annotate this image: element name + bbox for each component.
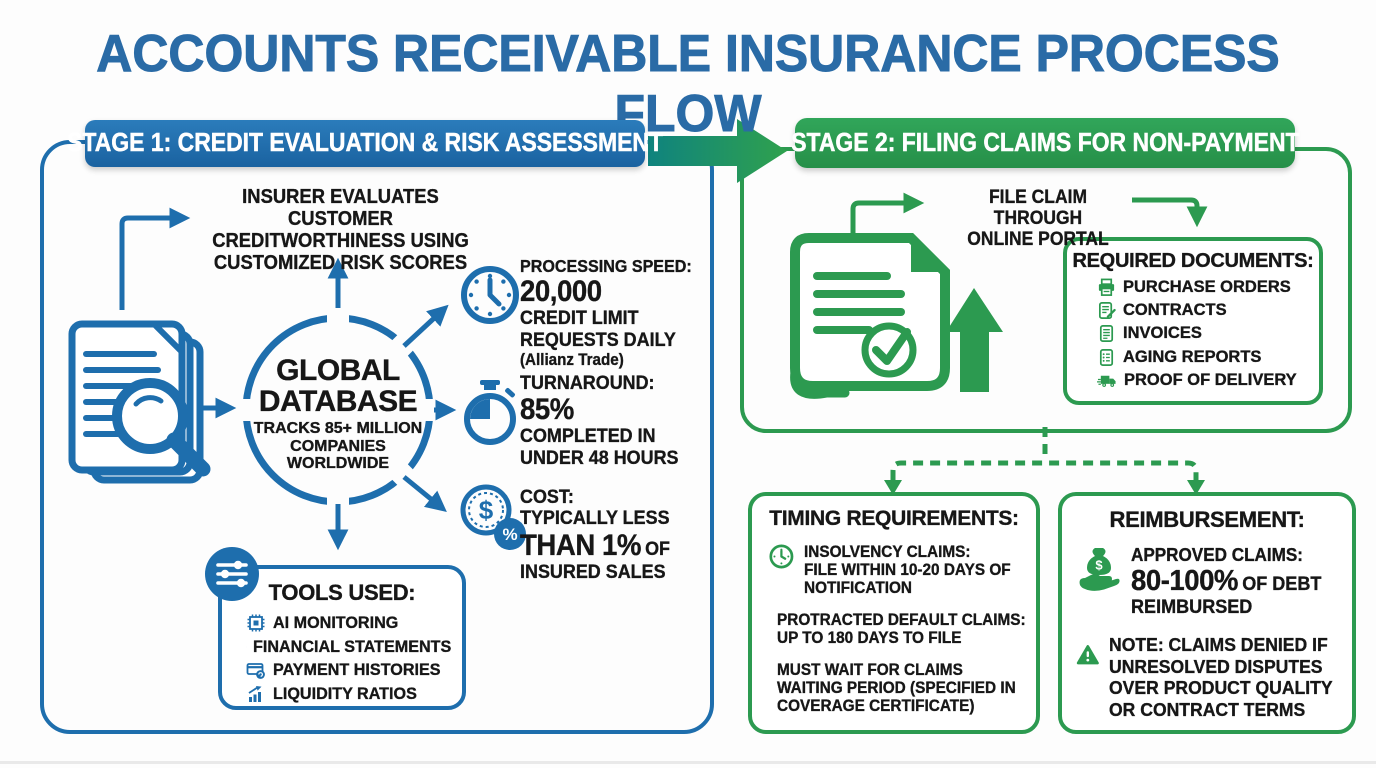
approved-claims-item: $ APPROVED CLAIMS: 80-100% OF DEBT REIMB…: [1076, 545, 1344, 618]
required-document-item: INVOICES: [1097, 324, 1319, 343]
tools-item: FINANCIAL STATEMENTS: [246, 636, 462, 657]
dollar-glyph: $: [1095, 558, 1103, 573]
stat-label: PROCESSING SPEED:: [520, 256, 692, 276]
tools-item-label: LIQUIDITY RATIOS: [273, 683, 417, 703]
reimbursement-title: REIMBURSEMENT:: [1109, 507, 1305, 532]
printer-icon: [1098, 278, 1115, 296]
required-document-label: PROOF OF DELIVERY: [1124, 370, 1297, 389]
stat-line: COMPLETED IN: [520, 425, 656, 447]
required-document-item: CONTRACTS: [1097, 301, 1319, 320]
percent-glyph: %: [502, 525, 517, 544]
file-claim-line: ONLINE PORTAL: [967, 229, 1109, 250]
ai-chip-icon: [247, 614, 265, 632]
insurer-note: INSURER EVALUATES CUSTOMER CREDITWORTHIN…: [209, 186, 471, 274]
stat-label: TURNAROUND:: [520, 372, 655, 394]
stat-turnaround: TURNAROUND: 85% COMPLETED IN UNDER 48 HO…: [520, 372, 695, 469]
stage2-header: STAGE 2: FILING CLAIMS FOR NON-PAYMENT: [791, 118, 1299, 168]
tools-item: LIQUIDITY RATIOS: [246, 683, 462, 704]
bottom-edge-shadow: [0, 761, 1376, 764]
timing-item-text: PROTRACTED DEFAULT CLAIMS: UP TO 180 DAY…: [777, 611, 1026, 647]
claim-document-upload-icon: [790, 233, 1003, 399]
required-documents-box: REQUIRED DOCUMENTS: PURCHASE ORDERS CONT…: [1063, 237, 1323, 405]
invoice-icon: [1099, 325, 1114, 343]
stat-value: THAN 1%: [520, 528, 642, 562]
stopwatch-icon: [464, 380, 516, 445]
stat-cost: COST: TYPICALLY LESS THAN 1% OF INSURED …: [520, 486, 695, 583]
stat-value: 85%: [520, 393, 575, 426]
clock-icon: [461, 266, 519, 324]
stage1-header-label: STAGE 1: CREDIT EVALUATION & RISK ASSESS…: [67, 129, 663, 158]
stat-value: 20,000: [520, 275, 602, 308]
claims-split-connector: [890, 427, 1199, 480]
global-database-subtitle: COMPANIES: [290, 437, 386, 455]
required-document-label: PURCHASE ORDERS: [1123, 278, 1291, 296]
required-document-item: PROOF OF DELIVERY: [1097, 371, 1319, 390]
insurer-note-line: INSURER EVALUATES CUSTOMER: [242, 186, 439, 230]
liquidity-chart-icon: [248, 685, 262, 702]
required-document-label: INVOICES: [1123, 324, 1202, 343]
global-database-subtitle: TRACKS 85+ MILLION: [253, 420, 423, 437]
global-database-circle: GLOBAL DATABASE TRACKS 85+ MILLION COMPA…: [246, 355, 430, 473]
stat-line: REQUESTS DAILY: [520, 328, 676, 351]
timing-item-text: INSOLVENCY CLAIMS: FILE WITHIN 10-20 DAY…: [803, 543, 1011, 597]
tools-item-label: FINANCIAL STATEMENTS: [253, 636, 452, 656]
aging-report-icon: [1099, 348, 1114, 366]
insurer-note-line: CREDITWORTHINESS USING: [212, 230, 469, 252]
file-claim-line: FILE CLAIM THROUGH: [988, 187, 1088, 229]
timing-item: INSOLVENCY CLAIMS: FILE WITHIN 10-20 DAY…: [768, 543, 1026, 597]
insurer-note-line: CUSTOMIZED RISK SCORES: [213, 252, 468, 274]
claims-denied-text: NOTE: CLAIMS DENIED IF UNRESOLVED DISPUT…: [1108, 634, 1333, 720]
page-title: ACCOUNTS RECEIVABLE INSURANCE PROCESS FL…: [96, 25, 1280, 144]
documents-magnifier-icon: [68, 320, 211, 484]
timing-item: MUST WAIT FOR CLAIMS WAITING PERIOD (SPE…: [768, 661, 1026, 715]
tools-item-label: AI MONITORING: [273, 613, 399, 632]
timing-requirements-title: TIMING REQUIREMENTS:: [769, 507, 1019, 530]
global-database-title: DATABASE: [258, 385, 418, 418]
global-database-subtitle: WORLDWIDE: [286, 455, 390, 472]
stat-label: COST:: [520, 486, 574, 508]
required-documents-title: REQUIRED DOCUMENTS:: [1072, 250, 1314, 272]
timing-item: PROTRACTED DEFAULT CLAIMS: UP TO 180 DAY…: [768, 611, 1026, 647]
file-claim-note: FILE CLAIM THROUGH ONLINE PORTAL: [946, 187, 1130, 250]
stat-line: TYPICALLY LESS: [520, 507, 670, 529]
stat-note: (Allianz Trade): [520, 351, 624, 369]
tools-used-box: TOOLS USED: AI MONITORING: [218, 565, 466, 710]
contract-icon: [1098, 302, 1116, 320]
money-hand-icon: $: [1079, 548, 1120, 591]
required-document-item: AGING REPORTS: [1097, 347, 1319, 367]
clock-icon: [769, 544, 794, 569]
tools-item: AI MONITORING: [246, 613, 462, 633]
dollar-percent-icon: $ %: [460, 484, 526, 550]
tools-used-title: TOOLS USED:: [268, 580, 416, 605]
timing-item-text: MUST WAIT FOR CLAIMS WAITING PERIOD (SPE…: [777, 661, 1016, 715]
required-document-label: AGING REPORTS: [1123, 347, 1262, 366]
claims-denied-note: NOTE: CLAIMS DENIED IF UNRESOLVED DISPUT…: [1076, 634, 1344, 720]
stat-line: CREDIT LIMIT: [520, 307, 639, 329]
stat-line: INSURED SALES: [520, 560, 666, 583]
payment-card-icon: [246, 663, 265, 679]
stat-processing-speed: PROCESSING SPEED: 20,000 CREDIT LIMIT RE…: [520, 256, 695, 370]
sliders-icon: [205, 547, 259, 601]
global-database-title: GLOBAL: [276, 354, 401, 387]
tools-item-label: PAYMENT HISTORIES: [273, 660, 441, 679]
dollar-glyph: $: [479, 495, 494, 525]
stage2-header-label: STAGE 2: FILING CLAIMS FOR NON-PAYMENT: [790, 128, 1300, 157]
reimbursement-box: REIMBURSEMENT: $ APPROVED CLAIMS: 80-100…: [1058, 492, 1356, 734]
warning-icon: [1076, 645, 1099, 665]
stage1-header: STAGE 1: CREDIT EVALUATION & RISK ASSESS…: [67, 120, 663, 167]
timing-requirements-box: TIMING REQUIREMENTS: INSOLVENCY CLAIMS: …: [748, 492, 1040, 734]
approved-claims-text: APPROVED CLAIMS: 80-100% OF DEBT REIMBUR…: [1131, 545, 1322, 618]
tools-item: PAYMENT HISTORIES: [246, 660, 462, 680]
stat-value-tail: OF: [645, 537, 671, 560]
stat-line: UNDER 48 HOURS: [520, 446, 679, 469]
required-document-label: CONTRACTS: [1123, 301, 1227, 320]
delivery-truck-icon: [1097, 375, 1116, 387]
required-document-item: PURCHASE ORDERS: [1097, 278, 1319, 297]
